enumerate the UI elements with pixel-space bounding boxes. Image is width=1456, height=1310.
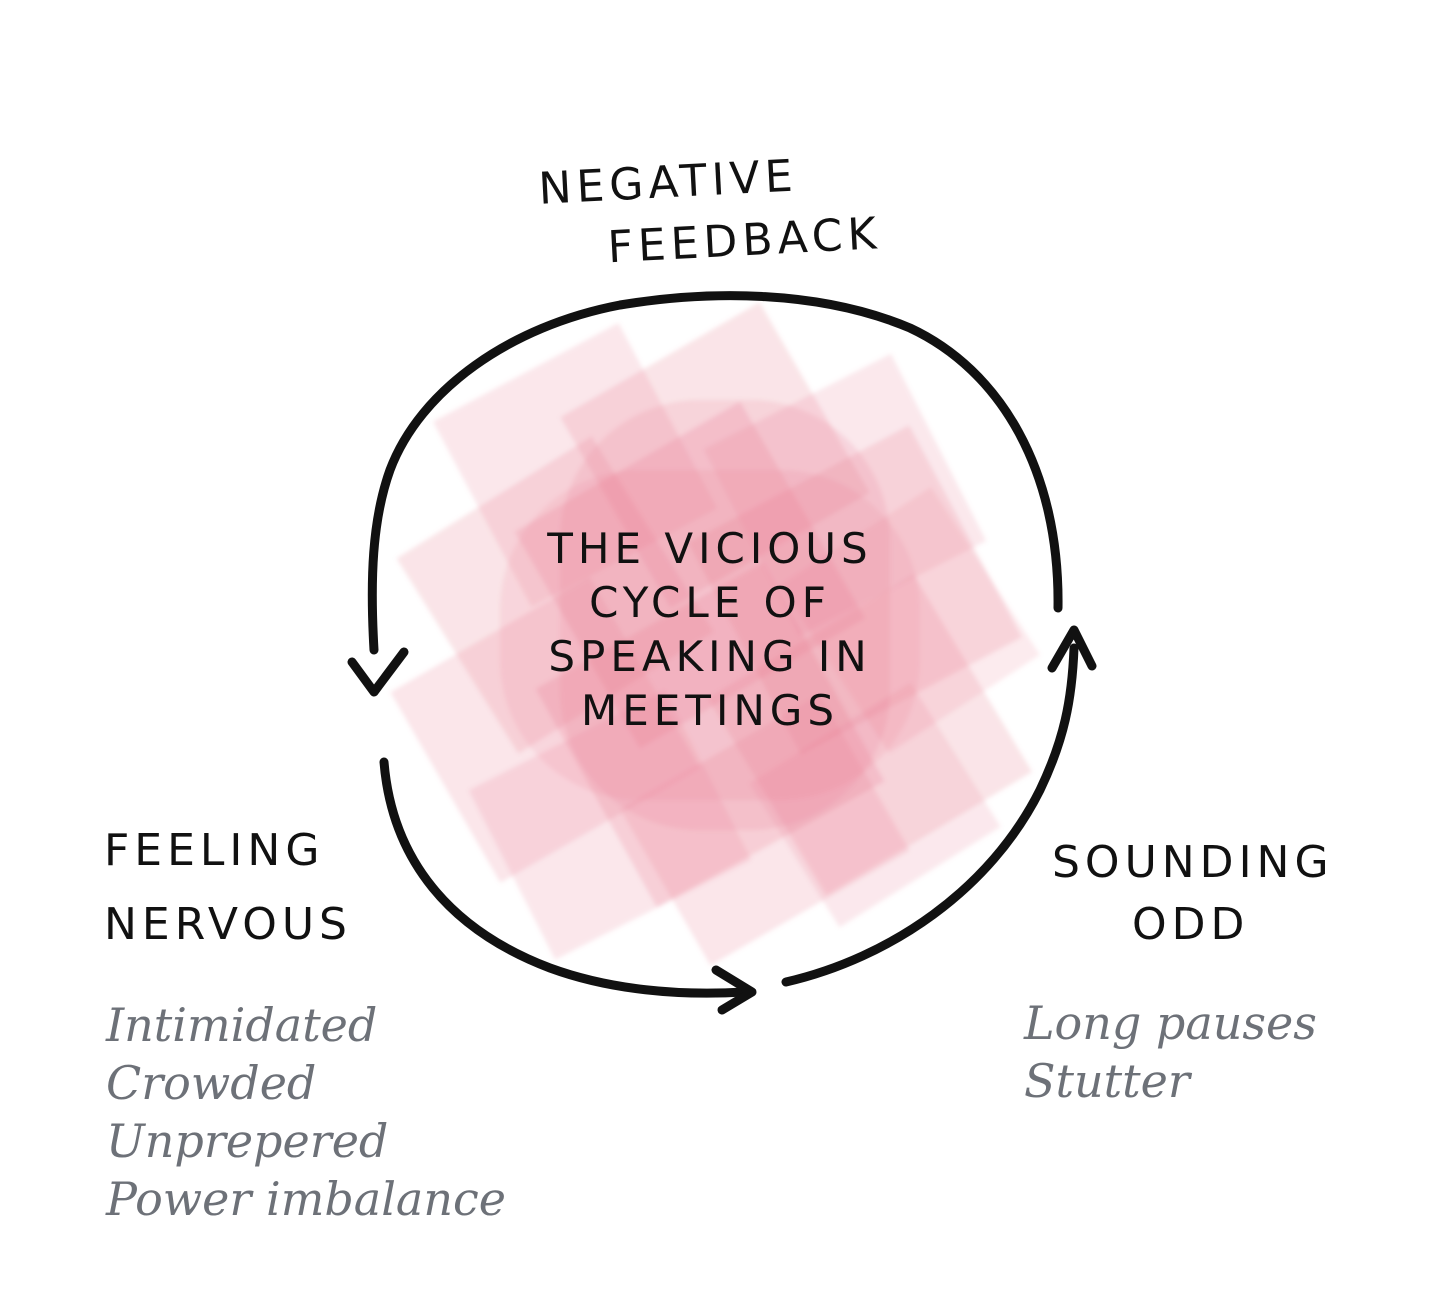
node-title-line: Nervous xyxy=(104,899,352,950)
detail-item: Long pauses xyxy=(1024,996,1317,1050)
arrowhead-right xyxy=(711,965,757,1015)
detail-item: Crowded xyxy=(106,1056,317,1110)
node-title-line: Odd xyxy=(1132,899,1250,950)
sounding-odd-details: Long pauses Stutter xyxy=(1024,994,1317,1110)
feeling-nervous-details: Intimidated Crowded Unprepered Power imb… xyxy=(106,996,506,1228)
detail-item: Stutter xyxy=(1024,1054,1190,1108)
cycle-arc-bottom-right xyxy=(781,643,1079,987)
center-title-line: Speaking in xyxy=(548,632,872,681)
cycle-arc-top xyxy=(367,291,1063,655)
cycle-arc-bottom-left xyxy=(379,757,749,998)
watercolor-blob xyxy=(390,302,1040,966)
center-title: The Vicious Cycle of Speaking in Meeting… xyxy=(490,522,930,738)
center-title-line: Meetings xyxy=(581,686,839,735)
node-title-line: Feeling xyxy=(104,825,325,876)
detail-item: Unprepered xyxy=(106,1114,389,1168)
arrowhead-down-left xyxy=(347,647,409,697)
detail-item: Intimidated xyxy=(106,998,378,1052)
center-title-line: The Vicious xyxy=(547,524,873,573)
center-title-line: Cycle of xyxy=(589,578,831,627)
node-title-line: Sounding xyxy=(1052,837,1334,888)
node-feeling-nervous: Feeling Nervous xyxy=(104,820,352,956)
detail-item: Power imbalance xyxy=(106,1172,506,1226)
node-sounding-odd: Sounding Odd xyxy=(1052,832,1334,956)
node-negative-feedback: Negative Feedback xyxy=(537,141,883,283)
arrowhead-up-right xyxy=(1047,625,1097,673)
